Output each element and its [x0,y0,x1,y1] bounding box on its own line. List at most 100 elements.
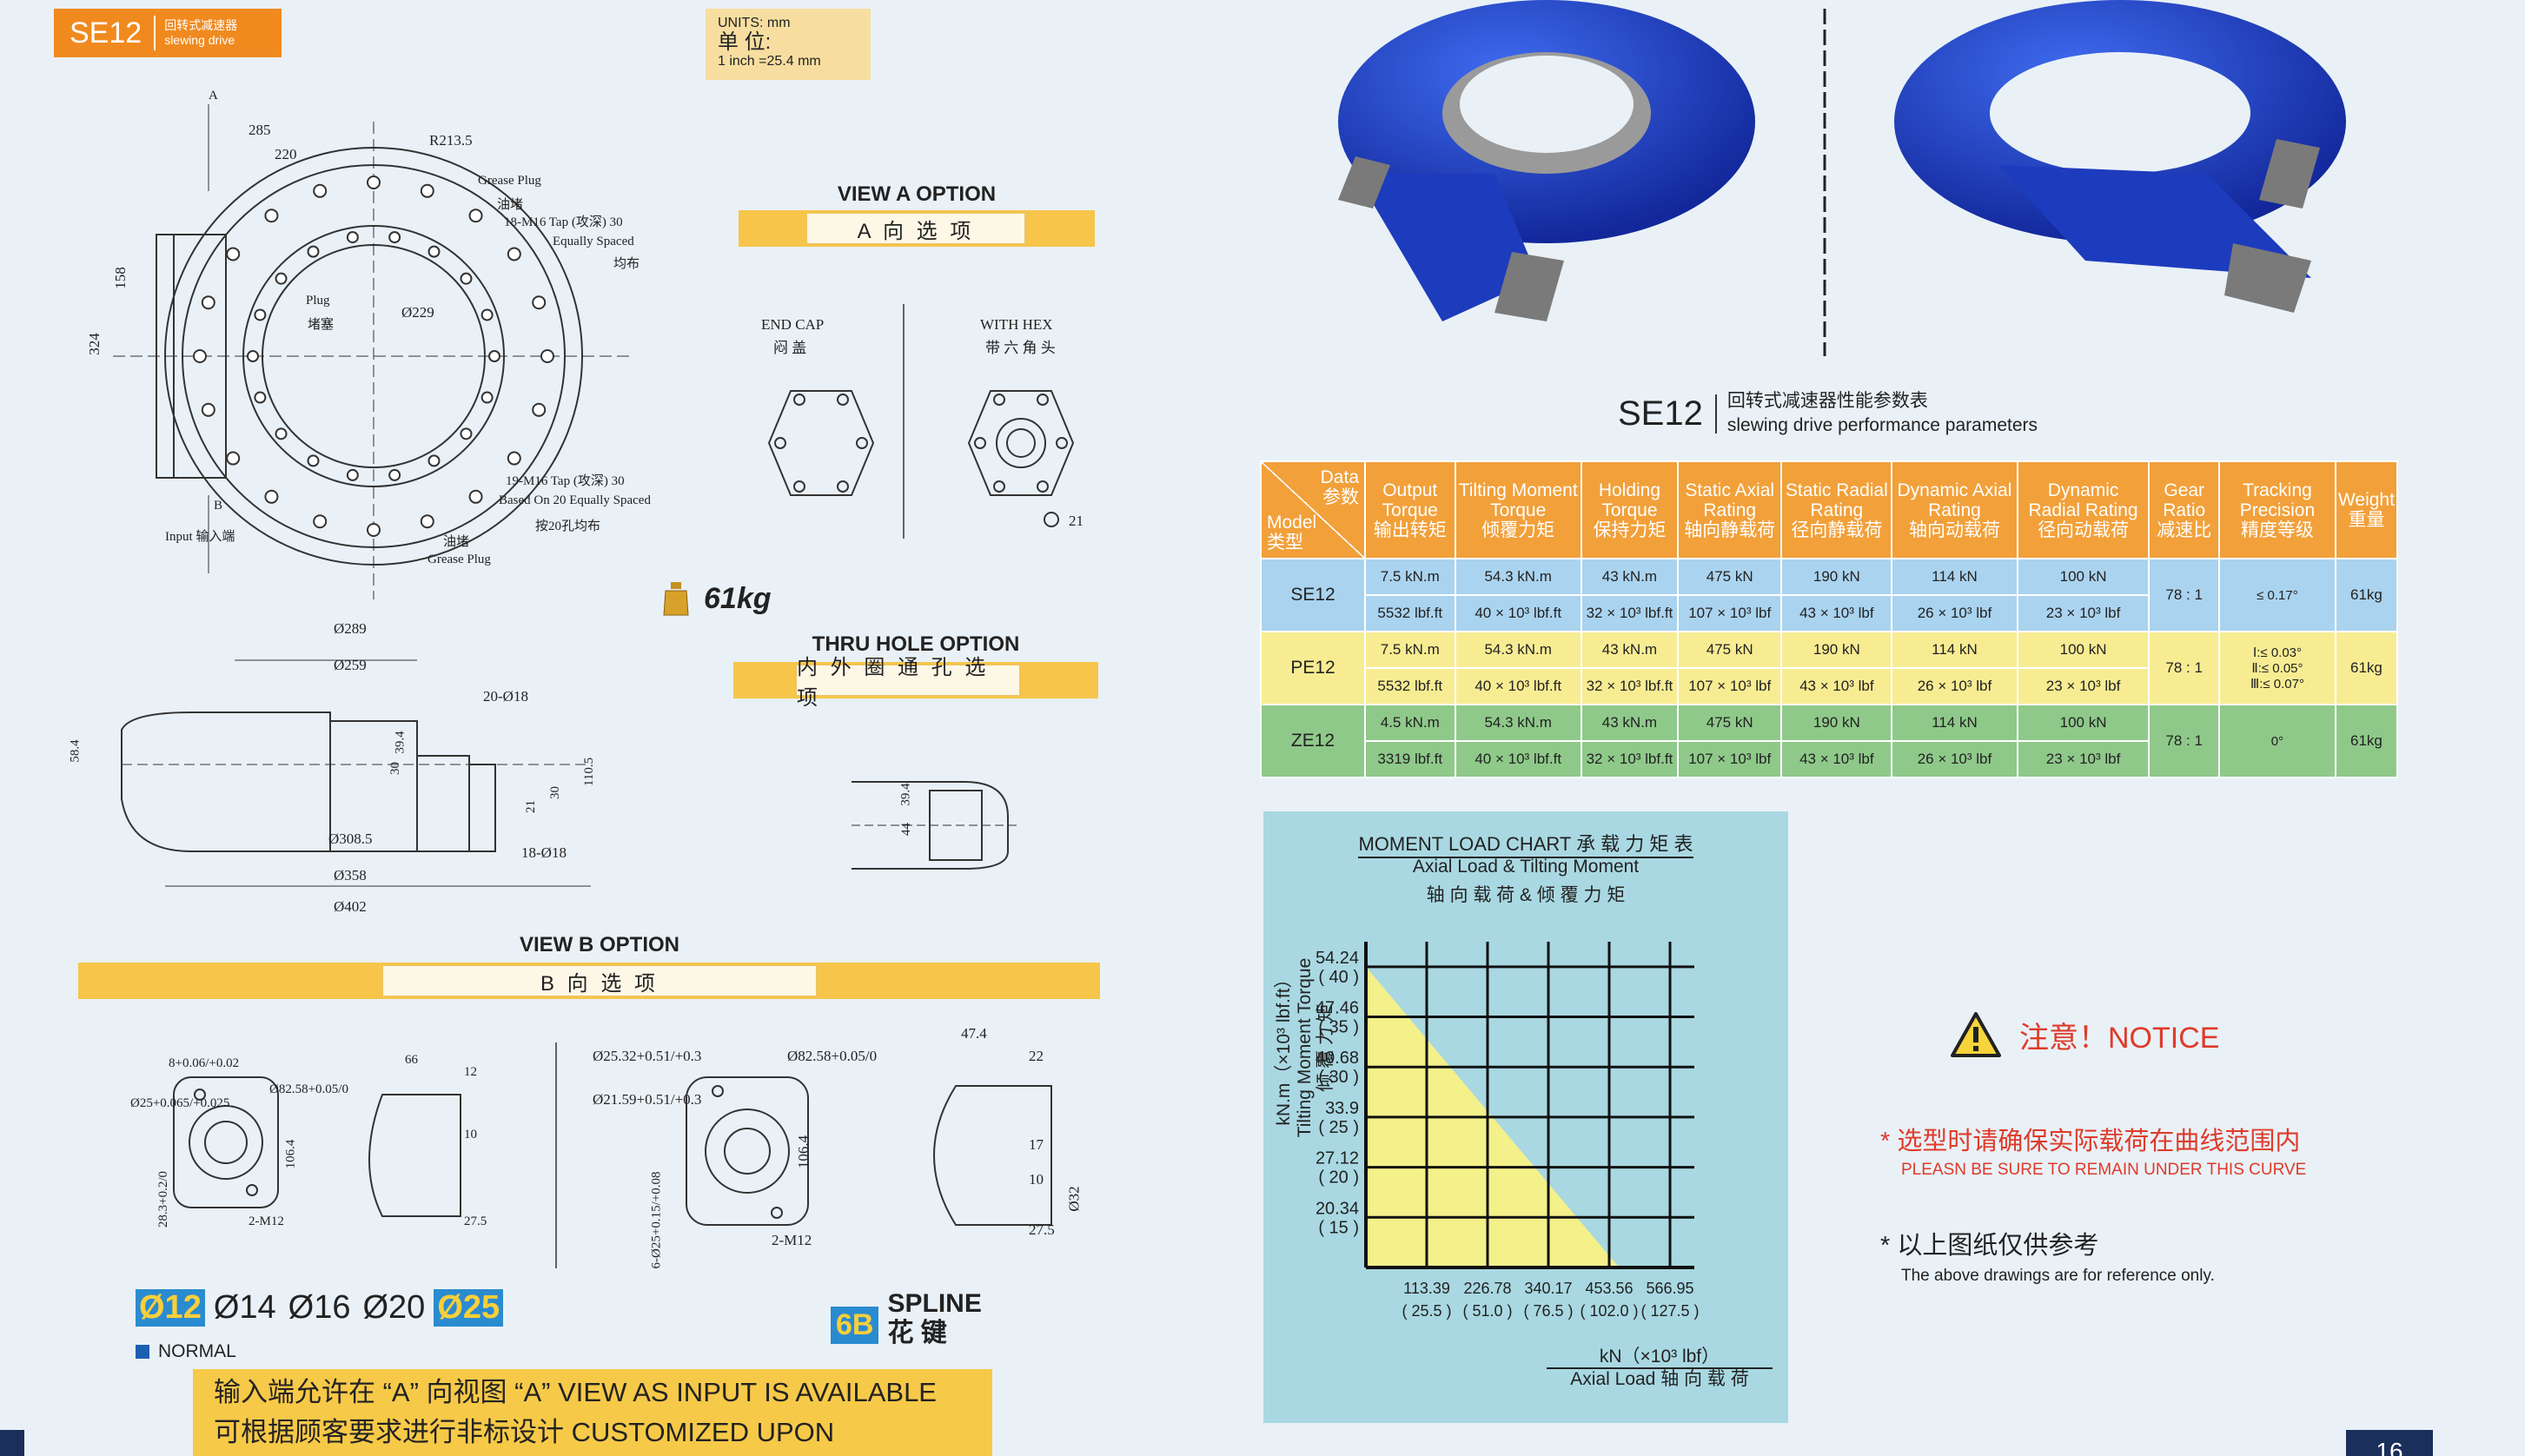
spline-cn: 花 键 [887,1319,947,1347]
col-cn: 径向动载荷 [2038,520,2130,540]
table-cell: 43 × 10³ lbf [1780,667,1893,705]
with-hex-cn: 带 六 角 头 [985,340,1056,356]
col-cn: 减速比 [2157,520,2212,540]
table-cell: 54.3 kN.m [1454,704,1582,742]
bottom-note-line1: 输入端允许在 “A” 向视图 “A” VIEW AS INPUT IS AVAI… [214,1377,937,1407]
bolt-hole [507,247,521,261]
side-dim-402: Ø402 [334,898,367,915]
table-cell: 23 × 10³ lbf [2016,594,2151,632]
bolt-hole [480,308,494,321]
col-en: Tracking Precision [2239,480,2316,520]
bolt-hole [275,427,288,440]
table-cell: 114 kN [1891,704,2018,742]
side-dim-58: 58.4 [68,739,83,763]
vb-right-dim-8: 17 [1029,1136,1044,1153]
notice-line2-cn: 以上图纸仅供参考 [1897,1232,2099,1260]
col-cn: 保持力矩 [1593,520,1667,540]
vb-left-dim-7: 12 [464,1065,477,1079]
dim-a-marker: A [209,89,218,103]
y-tick-sublabel: ( 40 ) [1318,968,1359,987]
y-tick-label: 54.24 [1316,949,1359,968]
table-cell: 54.3 kN.m [1454,631,1582,669]
size-25: Ø25 [434,1289,504,1327]
table-cell: 190 kN [1780,558,1893,596]
notice-line2: * 以上图纸仅供参考 [1880,1225,2098,1261]
vb-left-dim-1: Ø25+0.065/+0.025 [130,1096,230,1110]
label-based20-cn: 按20孔均布 [535,520,601,533]
bolt-hole [201,402,215,417]
col-en: Static Axial Rating [1685,480,1775,520]
dim-158: 158 [111,267,129,289]
bolt-hole [247,350,259,362]
side-dim-289: Ø289 [334,620,367,637]
table-cell: 5532 lbf.ft [1364,667,1456,705]
bolt-hole [420,514,434,529]
side-dim-18-18: 18-Ø18 [521,844,567,861]
chart-subtitle-cn: 轴 向 载 荷 & 倾 覆 力 矩 [1426,885,1626,905]
table-cell: 32 × 10³ lbf.ft [1580,594,1679,632]
end-cap-cn: 闷 盖 [773,340,807,356]
col-en: Weight [2337,490,2395,510]
table-cell: 43 kN.m [1580,631,1679,669]
side-dim-21: 21 [524,800,538,813]
table-cell: 43 kN.m [1580,704,1679,742]
hex-dim: 21 [1069,513,1084,529]
bolt-hole [226,451,241,466]
weight-cell: 61kg [2334,558,2399,632]
x-tick-label: 340.17 [1524,1280,1572,1297]
label-grease-plug2-cn: 油堵 [443,535,470,549]
top-view-drawing [113,104,634,599]
vb-right-dim-2: Ø82.58+0.05/0 [787,1048,878,1064]
precision-cell: Ⅰ:≤ 0.03° Ⅱ:≤ 0.05° Ⅲ:≤ 0.07° [2217,631,2336,705]
bolt-hole [275,272,288,285]
bolt-hole [388,231,401,244]
table-cell: 100 kN [2016,704,2151,742]
bolt-hole [427,454,441,467]
table-cell: 43 × 10³ lbf [1780,740,1893,778]
weight-cell: 61kg [2334,704,2399,778]
bolt-hole [313,514,328,529]
view-b-title: VIEW B OPTION [519,933,679,956]
table-cell: 190 kN [1780,704,1893,742]
side-dim-259: Ø259 [334,657,367,673]
row-model: ZE12 [1260,704,1366,778]
thru-dim-2: 44 [899,823,913,836]
weight-label: 61kg [662,580,772,617]
table-cell: 114 kN [1891,558,2018,596]
bolt-hole [254,391,267,404]
corner-bottom-cn: 类型 [1267,533,1303,553]
x-tick-label: 566.95 [1646,1280,1693,1297]
dim-285: 285 [249,122,271,138]
vb-right-dim-7: 22 [1029,1048,1044,1064]
table-cell: 40 × 10³ lbf.ft [1454,740,1582,778]
perf-title-en: slewing drive performance parameters [1726,415,2038,435]
bolt-hole [468,489,483,504]
corner-bottom-en: Model [1267,513,1317,533]
table-cell: 7.5 kN.m [1364,631,1456,669]
col-en: Holding Torque [1598,480,1661,520]
vb-right-dim-11: Ø32 [1065,1186,1083,1212]
table-cell: 475 kN [1676,558,1783,596]
notice-line1-cn: 选型时请确保实际载荷在曲线范围内 [1897,1128,2301,1155]
notice-line1: * 选型时请确保实际载荷在曲线范围内 [1880,1121,2300,1157]
notice-line1-en: PLEASN BE SURE TO REMAIN UNDER THIS CURV… [1901,1161,2307,1179]
notice-line2-en: The above drawings are for reference onl… [1901,1267,2215,1285]
units-label: UNITS: [718,16,764,30]
left-page-bar [0,1430,24,1456]
spline-tag: 6B [831,1306,879,1344]
bolt-hole [346,231,359,244]
bolt-hole [254,308,267,321]
vb-right-dim-9: 10 [1029,1171,1044,1188]
bolt-hole [507,451,521,466]
col-en: Static Radial Rating [1785,480,1888,520]
notice-heading: 注意！NOTICE [1950,1011,2219,1058]
chart-xlabel: kN（×10³ lbf） Axial Load 轴 向 载 荷 [1547,1347,1773,1390]
